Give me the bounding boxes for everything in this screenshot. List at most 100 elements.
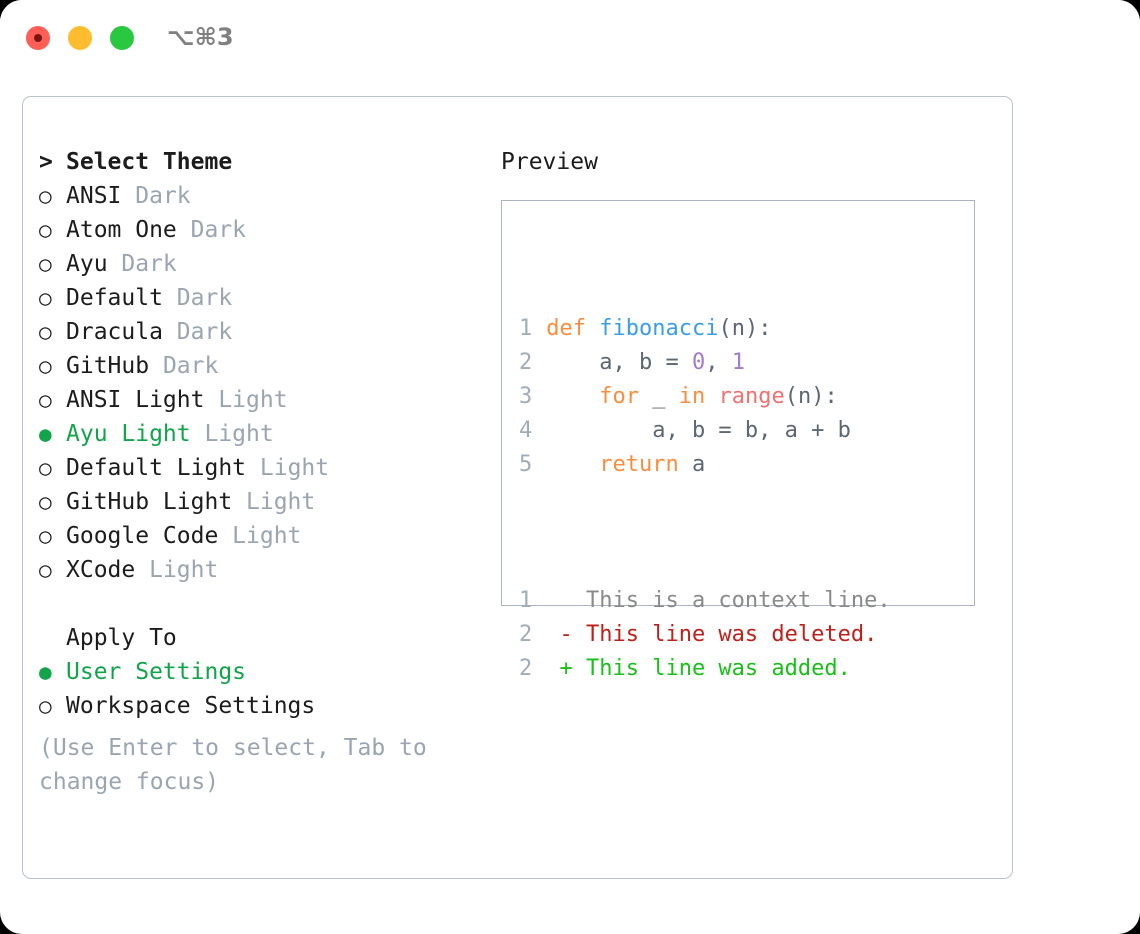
apply-to-option-row[interactable]: ○Workspace Settings — [39, 689, 459, 723]
theme-option-row[interactable]: ○ Default Light Light — [39, 451, 459, 485]
code-token — [546, 384, 599, 409]
theme-option-row[interactable]: ○Atom One Dark — [39, 213, 459, 247]
theme-selection-column: >Select Theme○ANSI Dark○Atom One Dark○Ay… — [39, 145, 459, 799]
radio-unselected-icon: ○ — [39, 456, 52, 480]
code-token — [546, 452, 599, 477]
radio-unselected-icon: ○ — [39, 694, 52, 718]
code-line-number: 1 — [519, 316, 533, 341]
theme-picker-panel: >Select Theme○ANSI Dark○Atom One Dark○Ay… — [22, 96, 1013, 879]
theme-option-row[interactable]: ○ ANSI Dark — [39, 179, 459, 213]
radio-unselected-icon: ○ — [39, 524, 52, 548]
theme-option-row[interactable]: ○ANSI Light Light — [39, 383, 459, 417]
theme-option-label: Dracula — [66, 319, 177, 345]
diff-line-text: + This line was added. — [533, 656, 851, 681]
radio-unselected-icon: ○ — [39, 252, 52, 276]
close-window-button[interactable] — [26, 26, 50, 50]
theme-variant-tag: Light — [259, 455, 330, 481]
theme-option-label: Ayu — [66, 251, 122, 277]
code-token: (n): — [718, 316, 772, 341]
maximize-window-button[interactable] — [110, 26, 134, 50]
code-line: 4 a, b = b, a + b — [519, 414, 891, 448]
diff-line-number: 1 — [519, 588, 533, 613]
theme-option-row[interactable]: ○ Default Dark — [39, 281, 459, 315]
theme-option-label: Default — [66, 285, 177, 311]
theme-option-row[interactable]: ○GitHub Light Light — [39, 485, 459, 519]
diff-line-number: 2 — [519, 622, 533, 647]
apply-to-list: Apply To ● User Settings ○Workspace Setting… — [39, 621, 459, 723]
code-token: , — [705, 350, 732, 375]
radio-unselected-icon: ○ — [39, 490, 52, 514]
theme-variant-tag: Dark — [190, 217, 247, 243]
radio-unselected-icon: ○ — [39, 184, 52, 208]
radio-unselected-icon: ○ — [39, 286, 52, 310]
diff-line-number: 2 — [519, 656, 533, 681]
theme-option-label: Google Code — [66, 523, 233, 549]
code-token: 0 — [691, 350, 706, 375]
code-line: 1 def fibonacci(n): — [519, 312, 891, 346]
theme-variant-tag: Dark — [162, 353, 219, 379]
theme-option-label: GitHub — [66, 353, 163, 379]
theme-option-label: Default Light — [66, 455, 260, 481]
keyboard-shortcut-label: ⌥⌘3 — [167, 23, 234, 51]
code-token: (n): — [784, 384, 838, 409]
theme-option-row[interactable]: ○XCode Light — [39, 553, 459, 587]
code-token: range — [718, 384, 785, 409]
theme-variant-tag: Light — [232, 523, 302, 549]
traffic-light-controls — [26, 26, 134, 50]
radio-selected-icon: ● — [39, 660, 52, 684]
radio-unselected-icon: ○ — [39, 388, 52, 412]
keyboard-hint-text: (Use Enter to select, Tab to change focu… — [39, 735, 427, 795]
radio-selected-icon: ● — [39, 422, 52, 446]
theme-option-row[interactable]: ●Ayu Light Light — [39, 417, 459, 451]
code-token: def — [546, 316, 600, 341]
diff-line: 2 + This line was added. — [519, 652, 891, 686]
theme-list: >Select Theme○ANSI Dark○Atom One Dark○Ay… — [39, 145, 459, 587]
code-token: a, b = — [546, 350, 692, 375]
code-line-number: 5 — [519, 452, 533, 477]
code-line: 3 for _ in range(n): — [519, 380, 891, 414]
apply-to-header-label: Apply To — [66, 625, 177, 651]
theme-option-row[interactable]: ○ Google Code Light — [39, 519, 459, 553]
radio-unselected-icon: ○ — [39, 320, 52, 344]
theme-list-header-label: Select Theme — [66, 149, 233, 175]
theme-variant-tag: Light — [218, 387, 288, 413]
code-token: in — [678, 384, 706, 409]
theme-variant-tag: Dark — [176, 285, 233, 311]
code-token: a, b = b, a + b — [546, 418, 851, 443]
cursor-caret-icon: > — [39, 149, 53, 175]
radio-unselected-icon: ○ — [39, 354, 52, 378]
code-line-number: 4 — [519, 418, 533, 443]
code-token: _ — [638, 384, 679, 409]
theme-option-row[interactable]: ○ GitHub Dark — [39, 349, 459, 383]
code-token: a — [678, 452, 706, 477]
code-token: return — [599, 452, 679, 477]
diff-line-text: - This line was deleted. — [533, 622, 878, 647]
diff-line: 1 This is a context line. — [519, 584, 891, 618]
apply-to-header: Apply To — [39, 621, 459, 655]
theme-option-label: GitHub Light — [66, 489, 247, 515]
theme-option-row[interactable]: ○ Dracula Dark — [39, 315, 459, 349]
code-line-number: 3 — [519, 384, 533, 409]
radio-unselected-icon: ○ — [39, 218, 52, 242]
theme-variant-tag: Light — [149, 557, 219, 583]
theme-variant-tag: Dark — [135, 183, 191, 209]
preview-title: Preview — [501, 149, 598, 175]
list-spacer — [39, 587, 459, 621]
theme-option-row[interactable]: ○ Ayu Dark — [39, 247, 459, 281]
minimize-window-button[interactable] — [68, 26, 92, 50]
theme-option-label: Ayu Light — [66, 421, 205, 447]
theme-option-label: ANSI — [66, 183, 136, 209]
theme-variant-tag: Dark — [176, 319, 233, 345]
code-token: fibonacci — [599, 316, 719, 341]
theme-option-label: XCode — [66, 557, 150, 583]
preview-column: Preview 1 def fibonacci(n):2 a, b = 0, 1… — [501, 145, 975, 681]
code-token — [705, 384, 718, 409]
diff-sample: 1 This is a context line.2 - This line w… — [519, 584, 891, 686]
theme-variant-tag: Dark — [121, 251, 177, 277]
apply-to-option-row[interactable]: ● User Settings — [39, 655, 459, 689]
apply-to-option-label: User Settings — [66, 659, 247, 685]
apply-to-header-spacer — [39, 621, 66, 655]
diff-line-text: This is a context line. — [533, 588, 891, 613]
